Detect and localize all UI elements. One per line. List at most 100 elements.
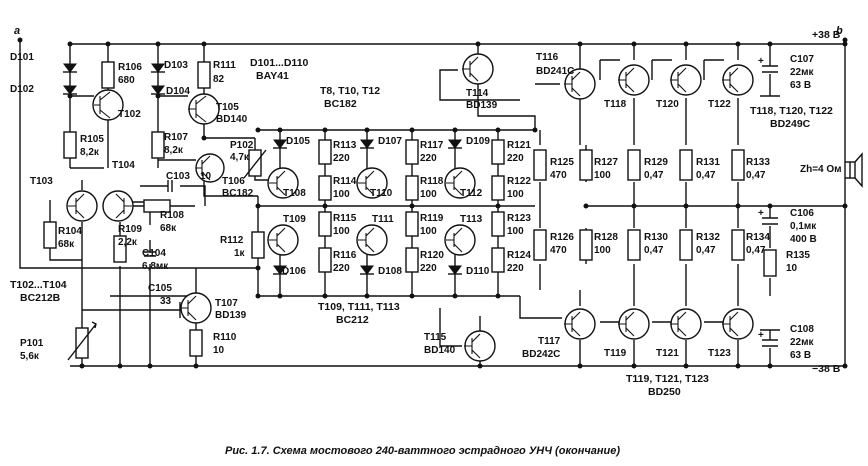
label-r108: R108 [160,210,184,221]
label-c104: C104 [142,248,166,259]
label-r132v: 0,47 [696,245,716,256]
label-t114t: BD139 [466,100,498,111]
label-t107t: BD139 [215,310,247,321]
label-t115: T115 [424,332,447,343]
label-r115v: 100 [333,226,350,237]
group-npn-drivers-type: BC182 [324,98,357,110]
label-zh: Zh=4 Ом [800,164,842,175]
label-r111: R111 [213,60,236,71]
label-r117v: 220 [420,153,437,164]
label-r128: R128 [594,232,618,243]
label-c103: C103 [166,171,190,182]
label-r114: R114 [333,176,357,187]
label-c106b: 400 В [790,234,817,245]
label-r124: R124 [507,250,531,261]
label-c108b: 63 В [790,350,811,361]
label-r123: R123 [507,213,531,224]
label-c104v: 6,8мк [142,261,169,272]
label-r122: R122 [507,176,531,187]
label-c103v: 10 [200,171,212,182]
label-r119v: 100 [420,226,437,237]
label-r121: R121 [507,140,531,151]
label-t116: T116 [536,52,559,63]
group-diodes-label: D101...D110 [250,57,309,69]
svg-text:+: + [758,56,764,67]
label-t102: T102 [118,109,141,120]
group-bottom-output-label: T119, T121, T123 [626,373,709,385]
label-r118: R118 [420,176,444,187]
label-r131: R131 [696,157,720,168]
junctions [17,37,848,369]
label-t121: T121 [656,348,679,359]
label-t109: T109 [283,214,306,225]
label-r111v: 82 [213,74,225,85]
label-t123: T123 [708,348,731,359]
label-c106: C106 [790,208,814,219]
label-r117: R117 [420,140,444,151]
label-t117t: BD242C [522,349,560,360]
label-r124v: 220 [507,263,524,274]
label-t112: T112 [460,188,483,199]
label-d110: D110 [466,266,490,277]
label-t116t: BD241C [536,66,574,77]
label-t105: T105 [216,102,239,113]
label-t118: T118 [604,99,627,110]
label-c107: C107 [790,54,814,65]
label-r131v: 0,47 [696,170,716,181]
label-r135v: 10 [786,263,798,274]
diodes [63,63,462,275]
label-r106: R106 [118,62,142,73]
label-d102: D102 [10,84,34,95]
label-t107: T107 [215,298,238,309]
label-d109: D109 [466,136,490,147]
label-t106: T106 [222,176,245,187]
label-t120: T120 [656,99,679,110]
label-t103: T103 [30,176,53,187]
label-c105v: 33 [160,296,172,307]
label-c107b: 63 В [790,80,811,91]
label-r121v: 220 [507,153,524,164]
label-r130: R130 [644,232,668,243]
speaker-icon [849,152,863,188]
component-labels: D101D102R106680T102R1058,2кT104D103D104R… [10,52,842,362]
group-top-output-type: BD249C [770,118,811,130]
label-t104: T104 [112,160,135,171]
svg-text:+: + [758,330,764,341]
label-r115: R115 [333,213,357,224]
label-r109: R109 [118,224,142,235]
group-bottom-output-type: BD250 [648,386,681,398]
label-r114v: 100 [333,189,350,200]
label-r123v: 100 [507,226,524,237]
label-c106a: 0,1мк [790,221,817,232]
label-t119: T119 [604,348,627,359]
label-t113: T113 [460,214,483,225]
label-r125v: 470 [550,170,567,181]
label-r132: R132 [696,232,720,243]
group-pnp-drivers-type: BC212 [336,314,369,326]
label-r120: R120 [420,250,444,261]
label-r128v: 100 [594,245,611,256]
label-r104v: 68к [58,239,75,250]
label-t111: T111 [372,214,394,225]
label-r134: R134 [746,232,770,243]
output-b-label: b [836,25,843,37]
label-t106t: BC182 [222,188,254,199]
group-top-output-label: T118, T120, T122 [750,105,833,117]
label-c108a: 22мк [790,337,815,348]
label-r125: R125 [550,157,574,168]
label-r129v: 0,47 [644,170,664,181]
svg-text:+: + [758,208,764,219]
label-r110v: 10 [213,345,225,356]
label-d101: D101 [10,52,34,63]
label-r119: R119 [420,213,444,224]
label-r105: R105 [80,134,104,145]
label-r120v: 220 [420,263,437,274]
group-npn-drivers-label: T8, T10, T12 [320,85,380,97]
label-r116: R116 [333,250,357,261]
label-r129: R129 [644,157,668,168]
label-r127: R127 [594,157,618,168]
label-r113: R113 [333,140,357,151]
label-r112: R112 [220,235,244,246]
label-t110: T110 [370,188,393,199]
label-t115t: BD140 [424,345,456,356]
